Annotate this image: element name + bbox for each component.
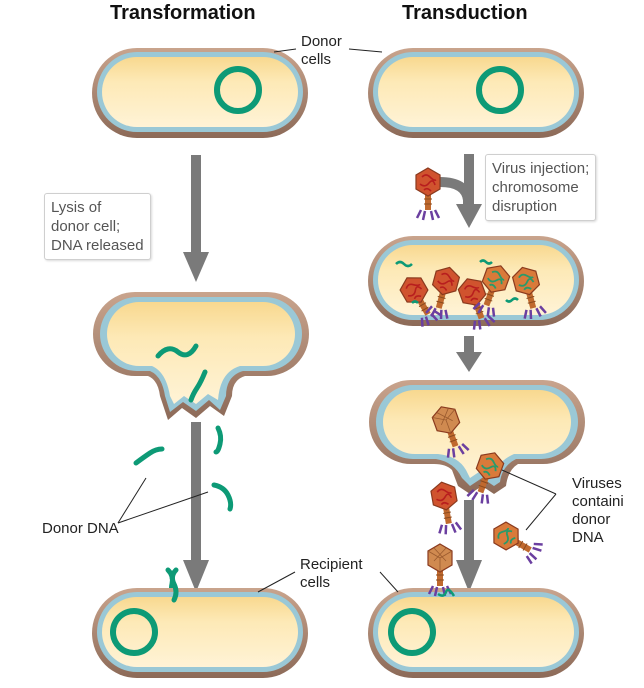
lysis-line3: DNA released xyxy=(51,237,144,254)
label-recipient-line1: Recipient xyxy=(300,556,363,573)
viruses-line2: containi xyxy=(572,493,624,510)
donor-chromosome-right xyxy=(476,66,524,114)
label-recipient-line2: cells xyxy=(300,574,331,591)
recipient-cell-left xyxy=(92,567,308,678)
donor-cell-right xyxy=(368,48,584,138)
viruses-line3: donor xyxy=(572,511,611,528)
infected-cell xyxy=(368,236,584,332)
recipient-chromosome-right xyxy=(388,608,436,656)
lysis-line2: donor cell; xyxy=(51,218,121,235)
label-recipient-cells: Recipient cells xyxy=(300,556,363,592)
donor-cell-left xyxy=(92,48,308,138)
donor-cells-leaders xyxy=(273,48,383,53)
arrow-lysis-right xyxy=(456,336,482,372)
virus-box-line3: disruption xyxy=(492,198,558,215)
label-donor-cells-line1: Donor xyxy=(301,33,342,50)
lysis-callout-box: Lysis of donor cell; DNA released xyxy=(44,193,151,260)
label-donor-cells-line2: cells xyxy=(301,51,332,68)
injected-donor-dna xyxy=(437,588,456,597)
arrow-lysis xyxy=(183,155,209,282)
infecting-virus xyxy=(416,168,440,220)
lysis-line1: Lysis of xyxy=(51,199,102,216)
label-donor-cells: Donor cells xyxy=(301,33,342,69)
virus-box-line2: chromosome xyxy=(492,179,579,196)
label-viruses-containing-dna: Viruses containi donor DNA xyxy=(572,475,624,547)
arrow-virus-injection xyxy=(439,154,482,228)
recipient-cells-leaders xyxy=(257,571,399,593)
recipient-chromosome-left xyxy=(110,608,158,656)
viruses-leaders xyxy=(501,469,557,531)
heading-transduction: Transduction xyxy=(402,2,528,24)
label-donor-dna: Donor DNA xyxy=(42,520,119,537)
donor-dna-leaders xyxy=(117,477,209,524)
arrow-uptake xyxy=(183,422,209,592)
viruses-line4: DNA xyxy=(572,529,604,546)
viruses-line1: Viruses xyxy=(572,475,622,492)
released-virus xyxy=(488,519,545,566)
virus-box-line1: Virus injection; xyxy=(492,160,590,177)
heading-transformation: Transformation xyxy=(110,2,256,24)
recipient-cell-right xyxy=(368,588,584,678)
donor-chromosome-left xyxy=(214,66,262,114)
arrow-infection-right xyxy=(456,500,482,592)
virus-injection-callout-box: Virus injection; chromosome disruption xyxy=(485,154,597,221)
lysed-donor-cell xyxy=(93,292,309,420)
lysed-infected-cell xyxy=(369,380,585,536)
